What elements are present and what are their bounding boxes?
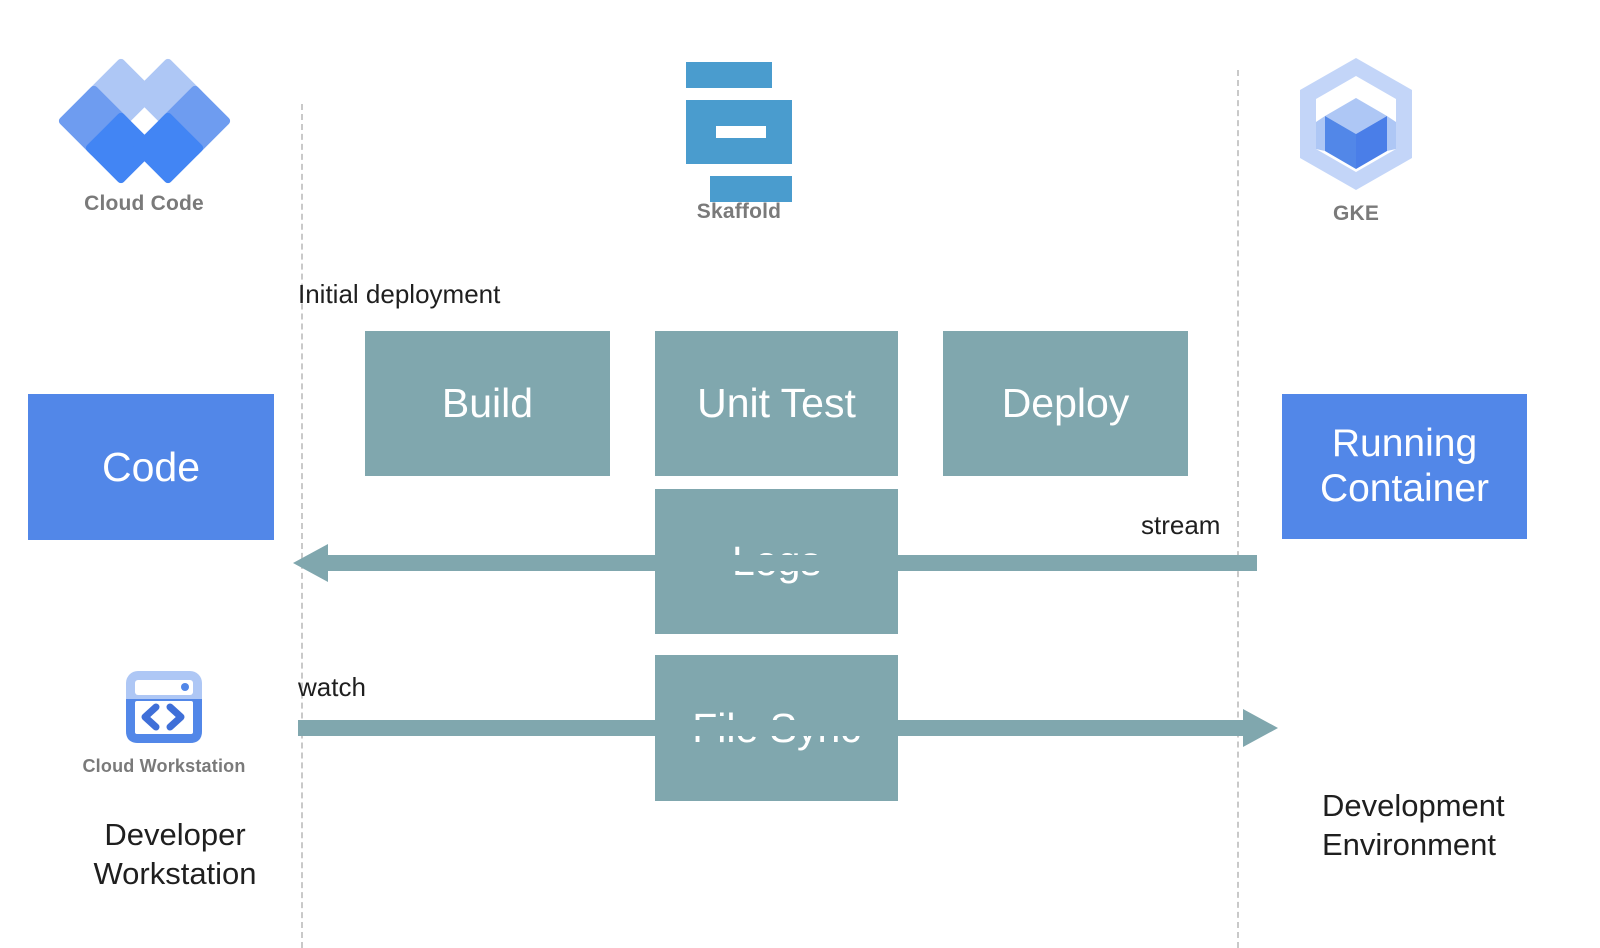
cloud-workstation-icon: [123, 666, 205, 748]
cloud-code-caption: Cloud Code: [84, 192, 204, 215]
cloud-workstation-logo-block: Cloud Workstation: [60, 666, 268, 777]
label-initial-deployment: Initial deployment: [298, 279, 501, 309]
box-build[interactable]: Build: [365, 331, 610, 476]
box-running-container[interactable]: Running Container: [1282, 394, 1527, 539]
file-sync-watch-arrow: [298, 709, 1278, 747]
logs-stream-arrow: [293, 544, 1257, 582]
caption-developer-workstation: Developer Workstation: [93, 817, 257, 892]
boundary-line-workstation: [301, 104, 303, 948]
label-stream: stream: [1141, 510, 1221, 540]
gke-icon: [1295, 56, 1417, 192]
gke-logo-block: GKE: [1256, 56, 1456, 226]
gke-hexagon-cube-icon: [1300, 58, 1412, 190]
box-deploy[interactable]: Deploy: [943, 331, 1188, 476]
label-watch: watch: [298, 672, 366, 702]
cloud-code-icon: [57, 57, 232, 185]
skaffold-icon: [680, 62, 798, 202]
boundary-line-environment: [1237, 70, 1239, 948]
code-window-icon: [126, 671, 202, 743]
skaffold-logo-block: Skaffold: [637, 62, 841, 224]
gke-caption: GKE: [1332, 202, 1380, 225]
box-code[interactable]: Code: [28, 394, 274, 540]
cloud-code-logo-block: Cloud Code: [44, 57, 244, 216]
box-unit-test[interactable]: Unit Test: [655, 331, 898, 476]
cloud-workstation-caption: Cloud Workstation: [82, 756, 246, 776]
skaffold-caption: Skaffold: [696, 200, 782, 223]
caption-development-environment: Development Environment: [1322, 788, 1505, 863]
